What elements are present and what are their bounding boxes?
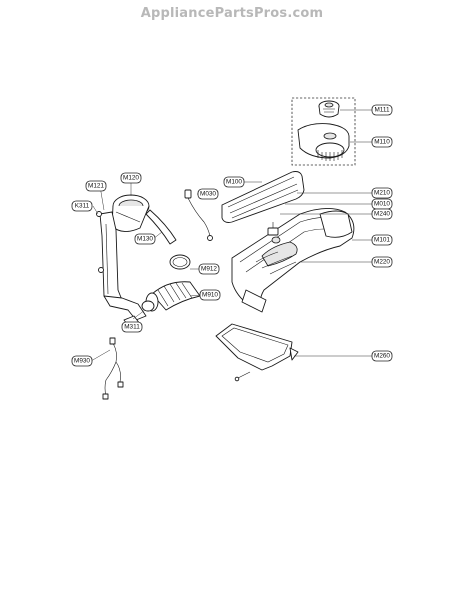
duct-pipe-part [99,211,147,329]
callout-M101: M101 [371,234,393,246]
callout-M130: M130 [134,233,156,245]
svg-text:M030: M030 [200,191,216,198]
callout-M260: M260 [371,350,393,362]
inlet-funnel-part [111,194,150,232]
svg-text:M240: M240 [374,211,390,218]
fan-inset-box [291,97,356,166]
gasket-frame-part [215,323,299,371]
thermostat-part [267,222,281,244]
callout-M010: M010 [371,198,393,210]
callout-M240: M240 [371,208,393,220]
callout-M100: M100 [223,176,245,188]
heater-duct-housing-part [231,208,355,313]
svg-text:M311: M311 [124,324,140,331]
svg-text:M110: M110 [374,139,390,146]
callout-M910: M910 [199,289,221,301]
callout-M030: M030 [197,188,219,200]
fan-housing-part [297,123,350,161]
svg-text:M912: M912 [201,266,217,273]
leader-lines [90,109,372,362]
small-hose-part [145,209,177,245]
svg-text:M111: M111 [374,107,389,114]
callout-M110: M110 [371,136,393,148]
callout-M210: M210 [371,187,393,199]
duct-cover-part [221,171,305,223]
svg-text:M930: M930 [74,358,90,365]
callout-M220: M220 [371,256,393,268]
svg-text:M121: M121 [88,183,104,190]
watermark: AppliancePartsPros.com [140,6,324,21]
svg-text:M260: M260 [374,353,390,360]
svg-text:K311: K311 [75,203,90,210]
hose-clamp-part [141,300,155,312]
callout-M120: M120 [120,172,142,184]
svg-text:M101: M101 [374,237,390,244]
svg-text:M100: M100 [226,179,242,186]
svg-text:M910: M910 [202,292,218,299]
screw-part [234,371,251,382]
svg-text:M210: M210 [374,190,390,197]
svg-text:M130: M130 [137,236,153,243]
svg-text:M120: M120 [123,175,139,182]
sensor-wire-part [184,189,213,241]
wire-harness-part [102,337,124,400]
clamp-ring-part [169,254,191,270]
callout-M311: M311 [121,321,143,333]
svg-text:M220: M220 [374,259,390,266]
callout-M930: M930 [71,355,93,367]
svg-text:M010: M010 [374,201,390,208]
pipe-clip-part [96,211,104,273]
callout-M111: M111 [371,104,393,116]
callout-K311: K311 [71,200,93,212]
callout-M121: M121 [85,180,107,192]
fan-motor-part [318,100,340,118]
callout-M912: M912 [198,263,220,275]
